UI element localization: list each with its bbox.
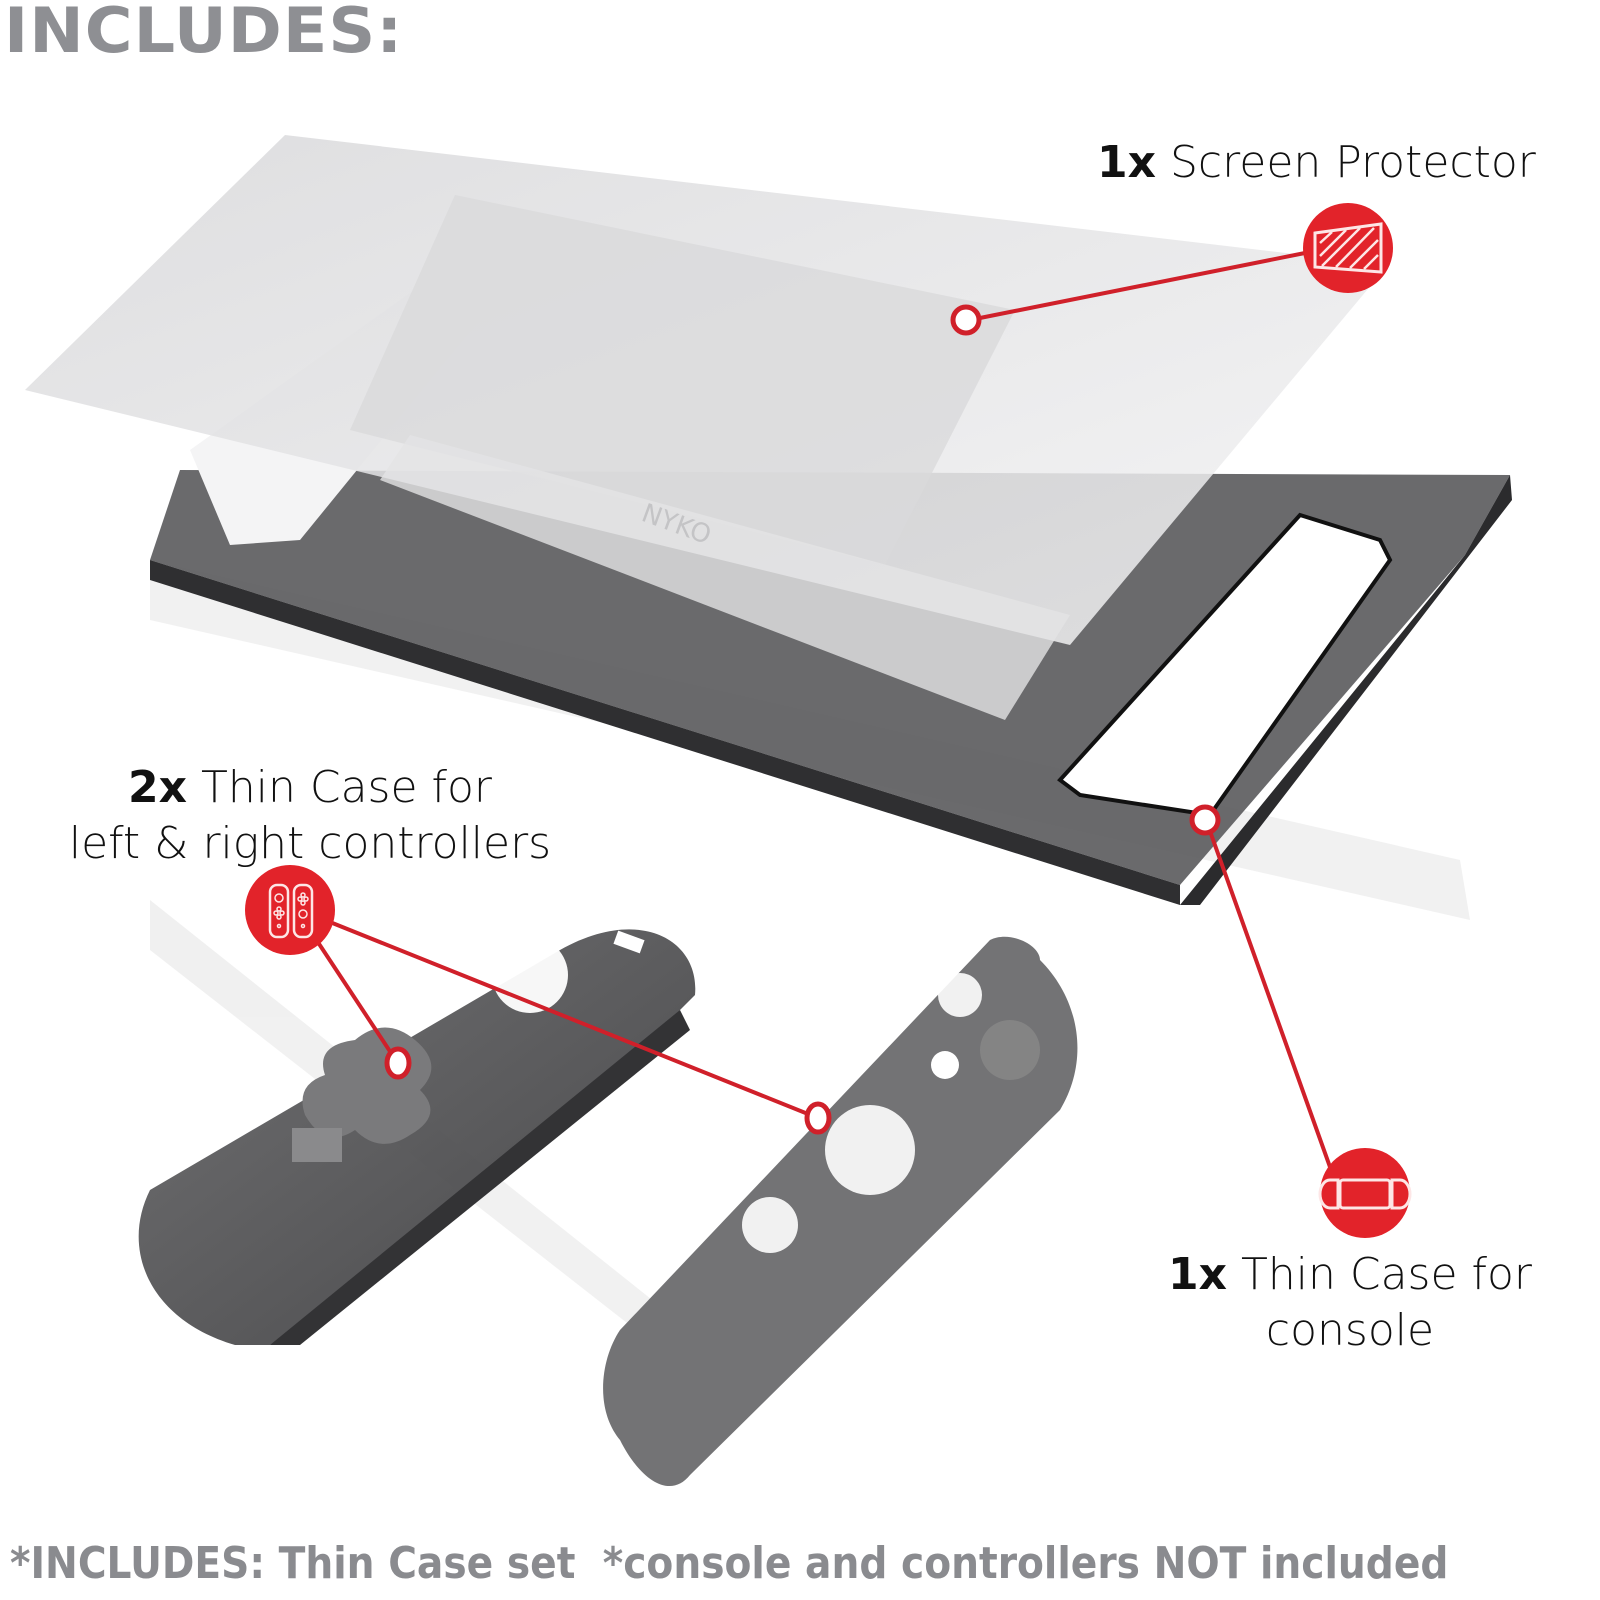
controller-case-text-line1: Thin Case for	[200, 762, 493, 813]
screen-protector-label: 1x Screen Protector	[1097, 135, 1536, 191]
console-case-qty: 1x	[1167, 1249, 1227, 1300]
screen-protector-pointer	[950, 304, 982, 336]
footer-includes: *INCLUDES: Thin Case set	[10, 1538, 576, 1589]
screen-protector-icon	[1303, 203, 1393, 293]
page-heading: INCLUDES:	[4, 0, 404, 67]
right-controller-pointer	[804, 1101, 832, 1135]
handheld-console-icon	[1318, 1148, 1412, 1238]
left-controller-pointer	[384, 1046, 412, 1080]
controller-case-text-line2: left & right controllers	[68, 818, 552, 869]
footer-disclaimer: *INCLUDES: Thin Case set *console and co…	[10, 1538, 1448, 1589]
screen-protector-text: Screen Protector	[1170, 137, 1536, 188]
controller-case-label: 2x Thin Case for left & right controller…	[30, 760, 590, 872]
right-controller-case	[603, 936, 1078, 1487]
console-case-text-line2: console	[1265, 1305, 1435, 1356]
console-case-text-line1: Thin Case for	[1240, 1249, 1533, 1300]
footer-not-included: *console and controllers NOT included	[602, 1538, 1449, 1589]
console-case-pointer	[1189, 804, 1221, 836]
left-controller-case	[138, 929, 696, 1345]
screen-protector: NYKO	[25, 135, 1388, 720]
console-case-label: 1x Thin Case for console	[1140, 1247, 1560, 1359]
joy-con-controllers-icon	[245, 865, 335, 955]
screen-protector-qty: 1x	[1097, 137, 1156, 188]
controller-case-qty: 2x	[127, 762, 187, 813]
callout-lines	[296, 250, 1342, 1196]
callout-dots	[384, 304, 1221, 1135]
